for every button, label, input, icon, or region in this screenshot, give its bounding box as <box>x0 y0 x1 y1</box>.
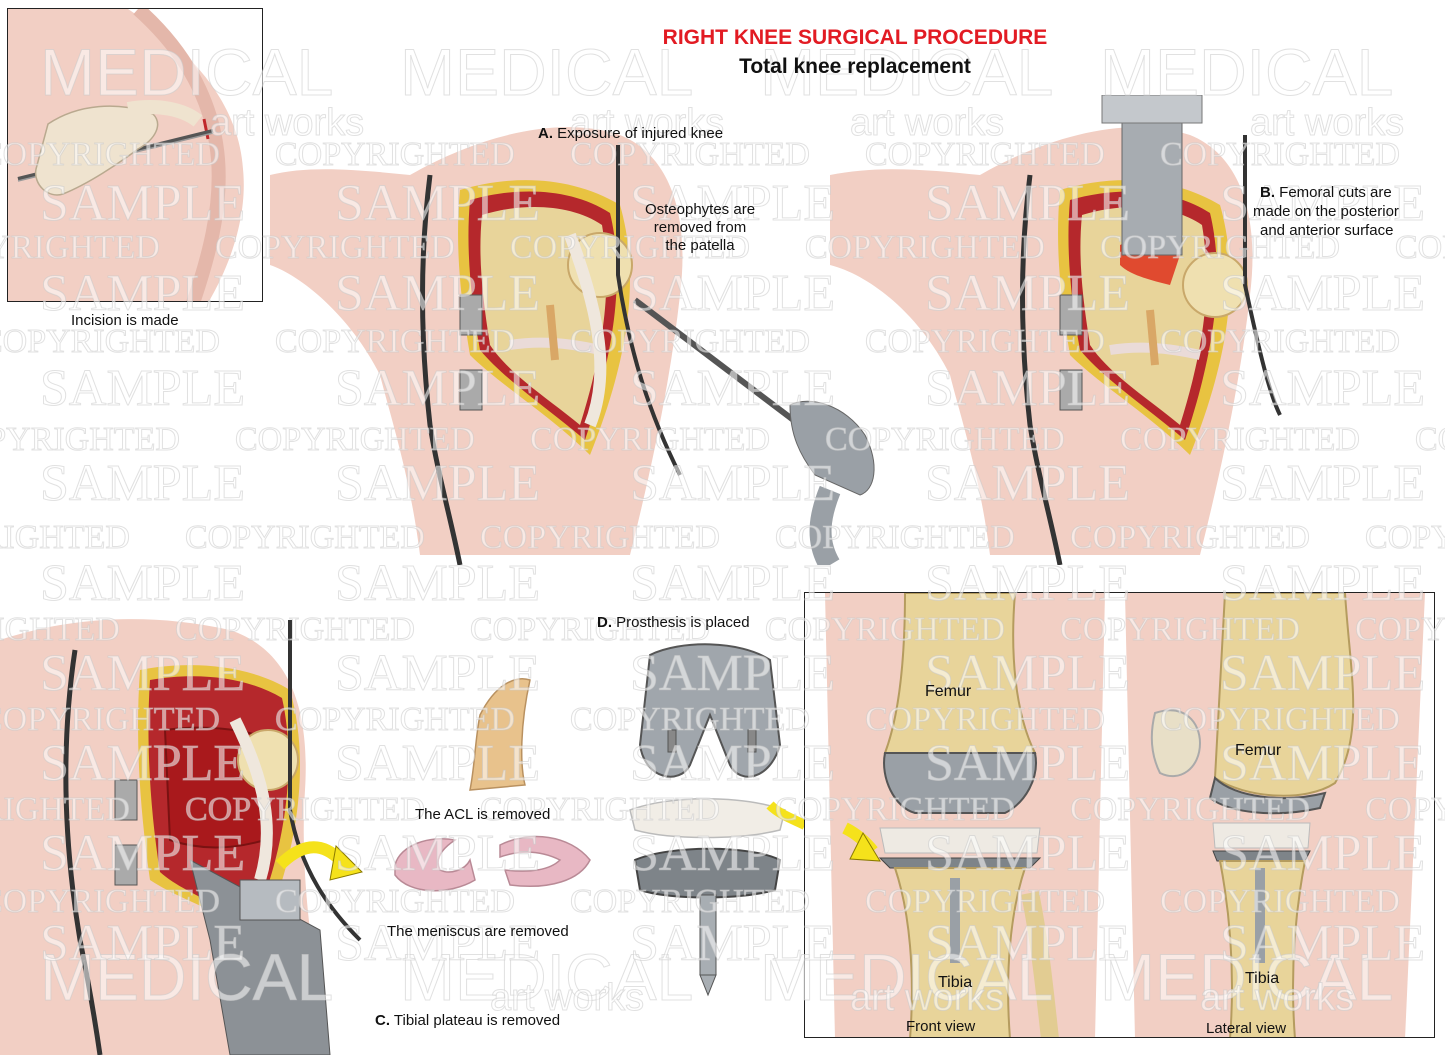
step-b-line-1: Femoral cuts are <box>1279 184 1392 201</box>
final-views-illustration <box>825 593 1425 1037</box>
front-femur-label: Femur <box>925 683 972 700</box>
lateral-view-caption: Lateral view <box>1206 1020 1287 1037</box>
osteophytes-note-line-2: removed from <box>653 219 747 236</box>
femoral-component <box>638 643 782 778</box>
step-b-line-2: made on the posterior <box>1253 203 1399 220</box>
panel-a-illustration <box>270 127 875 565</box>
acl-ligament <box>469 678 531 791</box>
front-insert <box>879 827 1041 854</box>
lateral-tibia-label: Tibia <box>1245 970 1280 987</box>
incision-illustration <box>8 9 244 301</box>
step-a-text: Exposure of injured knee <box>557 125 724 142</box>
osteophytes-note-line-1: Osteophytes are <box>644 201 756 218</box>
lateral-femur <box>1213 593 1355 797</box>
front-tibial-tray <box>878 857 1042 869</box>
watermark-sample: SAMPLE <box>40 455 245 512</box>
watermark-copyrighted: COPYRIGHTED <box>0 519 130 556</box>
step-d-label: D. Prosthesis is placed <box>597 614 750 632</box>
step-a-label: A. Exposure of injured knee <box>538 125 723 143</box>
meniscus-caption: The meniscus are removed <box>387 923 569 940</box>
front-view-caption: Front view <box>906 1018 976 1035</box>
meniscus-left <box>394 838 476 892</box>
step-b-line-3: and anterior surface <box>1260 222 1394 239</box>
meniscus-right <box>499 835 591 887</box>
watermark-sample: SAMPLE <box>40 555 245 612</box>
panel-b-illustration <box>830 95 1282 565</box>
removed-parts-illustration <box>394 678 591 892</box>
step-c-label: C. Tibial plateau is removed <box>375 1012 560 1030</box>
acl-caption: The ACL is removed <box>415 806 551 823</box>
lateral-femoral-component <box>1208 776 1327 815</box>
page-subtitle: Total knee replacement <box>739 55 971 78</box>
osteophytes-note: Osteophytes are removed from the patella <box>620 201 780 255</box>
watermark-copyrighted: COPYRIGHTED <box>0 421 180 458</box>
front-tibia-label: Tibia <box>938 974 973 991</box>
step-c-text: Tibial plateau is removed <box>393 1012 561 1029</box>
tibial-tray <box>633 847 782 899</box>
prosthesis-illustration <box>629 643 808 997</box>
step-a-letter: A. <box>538 125 553 142</box>
panel-c-illustration <box>0 619 363 1055</box>
lateral-patella <box>1150 709 1202 778</box>
polyethylene-insert <box>629 798 786 839</box>
osteophytes-note-line-3: the patella <box>665 237 735 254</box>
lateral-insert <box>1212 822 1311 849</box>
incision-inset <box>7 8 263 302</box>
step-d-letter: D. <box>597 614 612 631</box>
front-femoral-component <box>883 752 1037 814</box>
watermark-sample: SAMPLE <box>40 360 245 417</box>
lateral-femur-label: Femur <box>1235 742 1282 759</box>
front-femur <box>883 593 1037 754</box>
incision-caption: Incision is made <box>71 312 179 329</box>
page-title: RIGHT KNEE SURGICAL PROCEDURE <box>662 26 1048 49</box>
lateral-tibial-tray <box>1212 850 1311 862</box>
step-c-letter: C. <box>375 1012 390 1029</box>
final-views-box <box>804 592 1435 1038</box>
step-b-letter: B. <box>1260 184 1275 201</box>
step-b-label: B. Femoral cuts are made on the posterio… <box>1253 183 1399 240</box>
step-d-text: Prosthesis is placed <box>616 614 750 631</box>
